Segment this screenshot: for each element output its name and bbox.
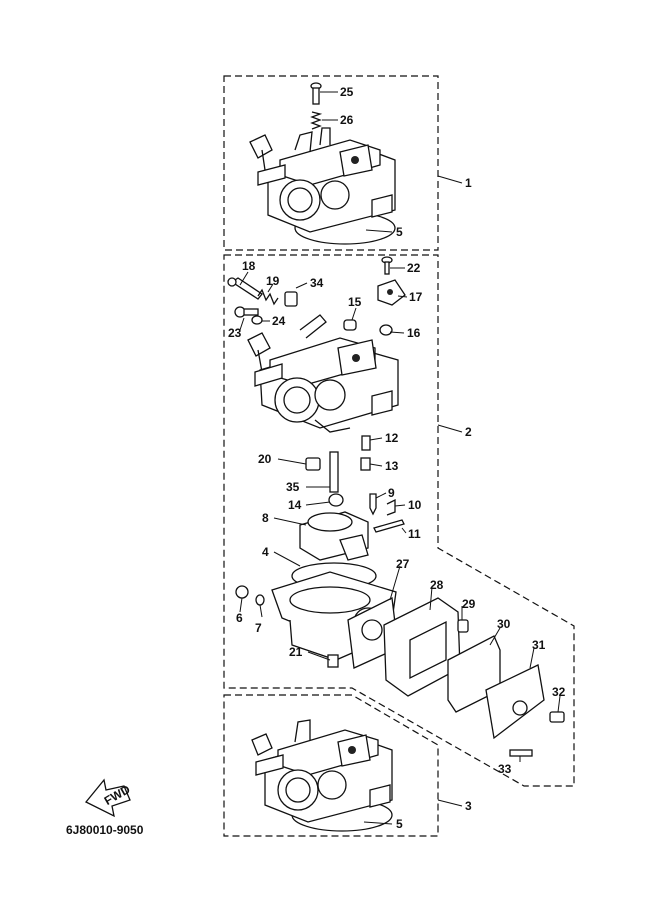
callout-14: 14	[288, 498, 302, 512]
float-8	[299, 511, 369, 561]
callout-13: 13	[385, 459, 399, 473]
cap-16	[379, 324, 393, 336]
callouts: 25 26 1 5 18 19 34 22 17 15 24 16 23 2 1…	[228, 85, 566, 831]
callout-7: 7	[255, 621, 262, 635]
clip-10	[386, 498, 396, 516]
callout-4: 4	[262, 545, 269, 559]
carburetor-assembly-bottom	[251, 719, 393, 832]
plug-34	[284, 291, 298, 307]
callout-6: 6	[236, 611, 243, 625]
callout-23: 23	[228, 326, 242, 340]
callout-10: 10	[408, 498, 422, 512]
plug-14	[328, 493, 344, 507]
callout-32: 32	[552, 685, 566, 699]
callout-30: 30	[497, 617, 511, 631]
callout-19: 19	[266, 274, 280, 288]
fitting-29	[457, 619, 469, 633]
cap-15	[343, 319, 357, 331]
screw-18	[227, 277, 263, 300]
fwd-arrow-icon: FWD	[84, 778, 133, 818]
cover-31	[485, 664, 545, 740]
callout-16: 16	[407, 326, 421, 340]
diagram-code: 6J80010-9050	[66, 823, 144, 837]
drain-screw-21	[327, 654, 339, 668]
group-box-3	[223, 694, 439, 837]
spring-19	[257, 288, 279, 306]
callout-18: 18	[242, 259, 256, 273]
callout-3: 3	[465, 799, 472, 813]
callout-34: 34	[310, 276, 324, 290]
screw-22	[381, 256, 393, 275]
jet-13	[360, 457, 371, 471]
callout-1: 1	[465, 176, 472, 190]
screw-6	[235, 585, 249, 599]
callout-17: 17	[409, 290, 423, 304]
pin-11	[373, 519, 405, 533]
needle-valve-9	[369, 493, 377, 516]
callout-31: 31	[532, 638, 546, 652]
leader-lines	[239, 91, 561, 825]
callout-5-top: 5	[396, 225, 403, 239]
fitting-32	[549, 711, 565, 723]
spring-26	[310, 111, 323, 130]
cover-17	[377, 279, 406, 306]
callout-25: 25	[340, 85, 354, 99]
jet-12	[361, 435, 371, 451]
carburetor-body-middle	[247, 314, 399, 433]
screw-23	[234, 306, 259, 318]
callout-28: 28	[430, 578, 444, 592]
carburetor-assembly-top	[249, 127, 396, 245]
callout-24: 24	[272, 314, 286, 328]
callout-22: 22	[407, 261, 421, 275]
callout-15: 15	[348, 295, 362, 309]
callout-33: 33	[498, 762, 512, 776]
callout-5-bottom: 5	[396, 817, 403, 831]
callout-27: 27	[396, 557, 410, 571]
callout-9: 9	[388, 486, 395, 500]
pilot-screw-25	[310, 82, 322, 105]
screw-33	[509, 749, 533, 757]
callout-35: 35	[286, 480, 300, 494]
callout-2: 2	[465, 425, 472, 439]
callout-29: 29	[462, 597, 476, 611]
callout-8: 8	[262, 511, 269, 525]
callout-26: 26	[340, 113, 354, 127]
callout-12: 12	[385, 431, 399, 445]
washer-24	[251, 315, 263, 325]
washer-7	[255, 594, 265, 606]
nut-20	[305, 457, 321, 471]
group-box-1	[223, 75, 439, 251]
callout-20: 20	[258, 452, 272, 466]
callout-21: 21	[289, 645, 303, 659]
nozzle-35	[329, 451, 339, 493]
group-box-2	[223, 254, 575, 787]
callout-11: 11	[408, 527, 421, 541]
